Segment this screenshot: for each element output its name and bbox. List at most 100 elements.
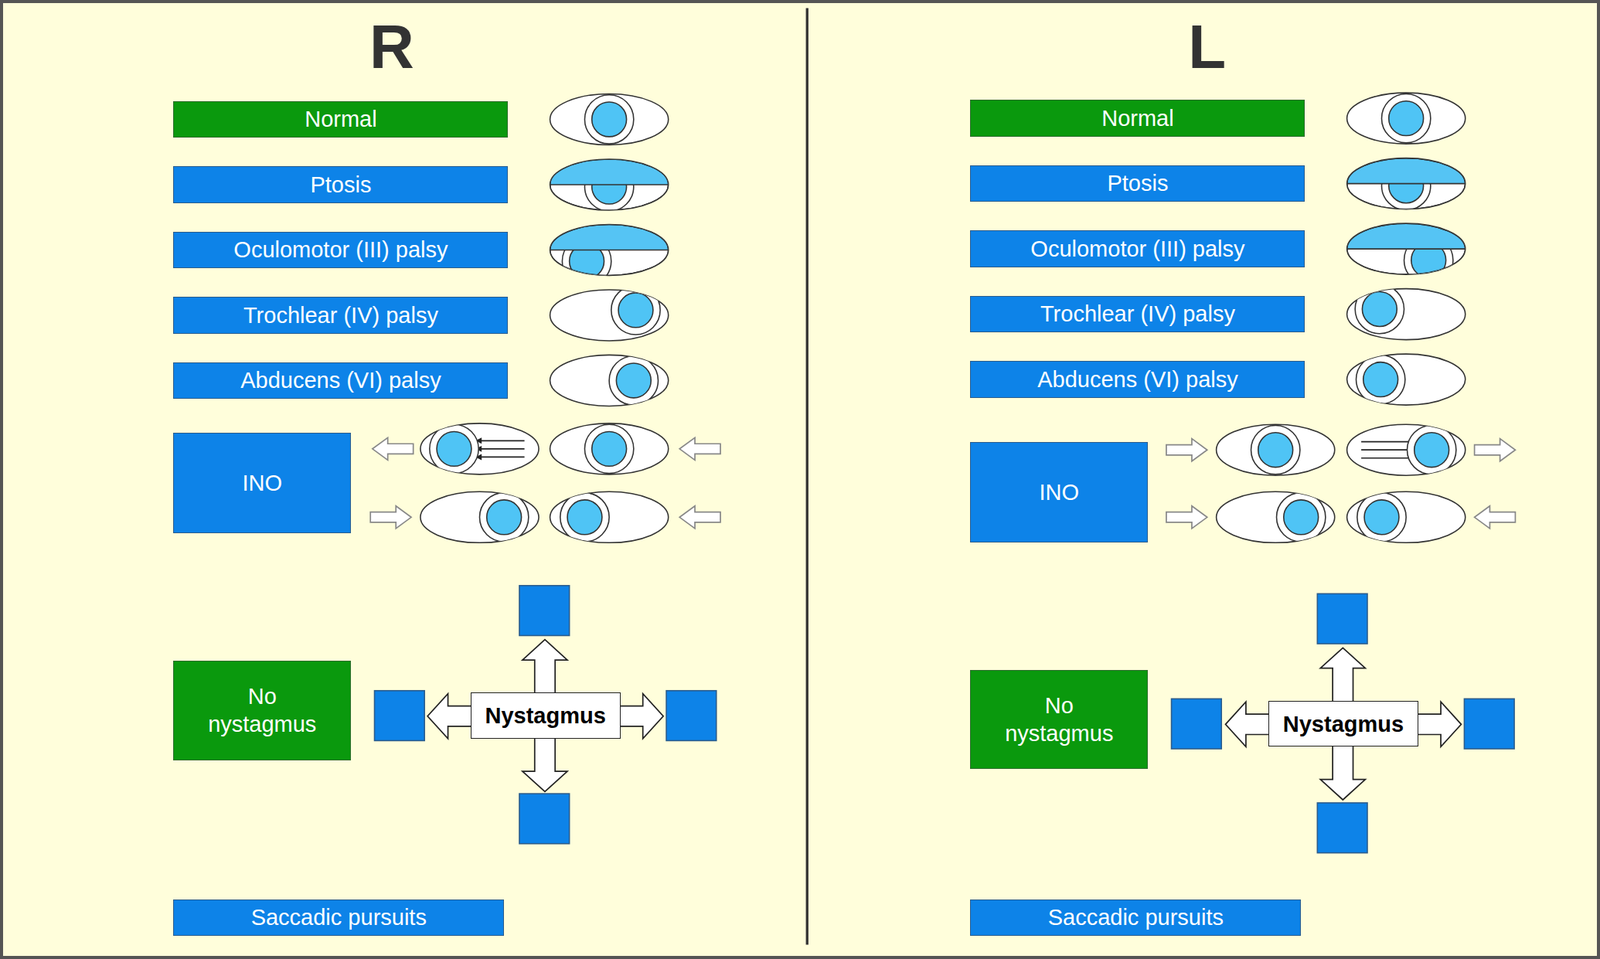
nystagmus-box: Nystagmus	[1268, 701, 1419, 747]
eye-symbol	[550, 491, 669, 543]
green-box: No nystagmus	[173, 660, 351, 760]
eyelid	[550, 224, 669, 250]
eye-outline	[550, 93, 669, 145]
iris-group	[611, 285, 661, 335]
box-label: Nystagmus	[1283, 710, 1404, 739]
box-label: Normal	[304, 105, 377, 133]
art-group	[370, 8, 1515, 946]
iris-ring	[1276, 493, 1326, 542]
eye-symbol	[1216, 424, 1335, 476]
eye-outline	[1347, 424, 1466, 476]
block-arrow	[1416, 701, 1461, 747]
iris-group	[479, 493, 528, 542]
iris	[1364, 500, 1400, 535]
iris-ring	[609, 356, 658, 406]
eye-outline	[550, 224, 669, 276]
block-arrow	[427, 694, 473, 739]
eye-symbol	[420, 491, 539, 543]
iris-ring	[1251, 425, 1301, 475]
divider-line	[806, 8, 809, 946]
block-arrow	[1320, 745, 1366, 800]
iris	[436, 431, 472, 467]
eye-symbol	[550, 93, 669, 145]
eye-outline	[1347, 158, 1466, 210]
block-arrow	[1166, 439, 1208, 462]
iris-group	[584, 424, 634, 474]
motion-line	[475, 448, 525, 450]
eye-outline	[550, 423, 669, 475]
blue-square	[1171, 698, 1223, 749]
box-label: Abducens (VI) palsy	[1037, 365, 1239, 394]
blue-box: Oculomotor (III) palsy	[970, 230, 1305, 268]
box-label: Saccadic pursuits	[251, 903, 427, 932]
blue-box: Saccadic pursuits	[970, 899, 1301, 936]
eye-symbol	[1216, 491, 1335, 543]
iris-group	[584, 95, 634, 144]
iris	[1363, 362, 1399, 398]
nystagmus-box: Nystagmus	[470, 692, 621, 739]
iris	[618, 292, 654, 328]
eye-symbol	[420, 423, 539, 475]
iris-group	[429, 424, 479, 474]
box-label: Abducens (VI) palsy	[240, 366, 442, 395]
iris	[567, 500, 603, 535]
box-label: Oculomotor (III) palsy	[233, 235, 448, 264]
blue-box: Ptosis	[970, 165, 1305, 203]
block-arrow	[618, 694, 664, 739]
iris-ring	[584, 95, 634, 144]
eye-outline	[550, 159, 669, 211]
iris-ring	[1406, 425, 1456, 475]
blue-square	[519, 585, 570, 637]
eye-symbol	[550, 354, 669, 406]
eye-outline	[1347, 92, 1466, 144]
eye-symbol	[1347, 354, 1466, 406]
iris	[1388, 101, 1424, 137]
box-label: No nystagmus	[1000, 691, 1117, 749]
iris-group	[1347, 223, 1466, 285]
blue-box: INO	[173, 432, 351, 535]
eye-outline	[420, 491, 539, 543]
blue-box: Trochlear (IV) palsy	[173, 296, 508, 334]
box-label: Saccadic pursuits	[1048, 903, 1224, 932]
side-heading: R	[369, 16, 415, 79]
block-arrow	[1225, 701, 1271, 747]
block-arrow	[679, 506, 721, 529]
eye-outline	[1347, 354, 1466, 406]
iris-group	[1406, 425, 1456, 475]
motion-line	[475, 456, 525, 459]
blue-box: Ptosis	[173, 166, 508, 204]
blue-square	[1463, 698, 1515, 749]
blue-box: Trochlear (IV) palsy	[970, 296, 1305, 334]
eye-outline	[420, 423, 539, 475]
iris-group	[1347, 158, 1466, 211]
box-label: INO	[241, 469, 283, 498]
block-arrow	[1166, 506, 1208, 529]
eye-symbol	[1347, 491, 1466, 543]
iris-group	[1381, 93, 1430, 143]
eye-outline	[1216, 424, 1335, 476]
blue-box: Oculomotor (III) palsy	[173, 231, 508, 269]
blue-box: INO	[970, 442, 1148, 544]
box-label: Ptosis	[1106, 169, 1168, 198]
iris	[592, 102, 627, 137]
iris-ring	[1355, 354, 1405, 404]
eyelid	[550, 159, 669, 185]
eye-symbol	[1347, 158, 1466, 210]
side-heading: L	[1188, 16, 1226, 79]
iris-ring	[1357, 493, 1406, 542]
iris-group	[1357, 493, 1406, 542]
block-arrow	[522, 736, 568, 792]
eye-symbol	[550, 423, 669, 475]
iris	[486, 500, 522, 535]
iris-ring	[611, 285, 661, 335]
block-arrow	[1474, 506, 1516, 529]
block-arrow	[372, 437, 414, 460]
iris-group	[1354, 284, 1404, 334]
iris-group	[550, 159, 669, 212]
blue-box: Saccadic pursuits	[173, 899, 504, 936]
box-label: Nystagmus	[484, 701, 606, 730]
eye-outline	[550, 159, 669, 211]
eye-symbol	[1347, 92, 1466, 144]
iris-group	[609, 356, 658, 406]
iris	[1361, 292, 1397, 327]
